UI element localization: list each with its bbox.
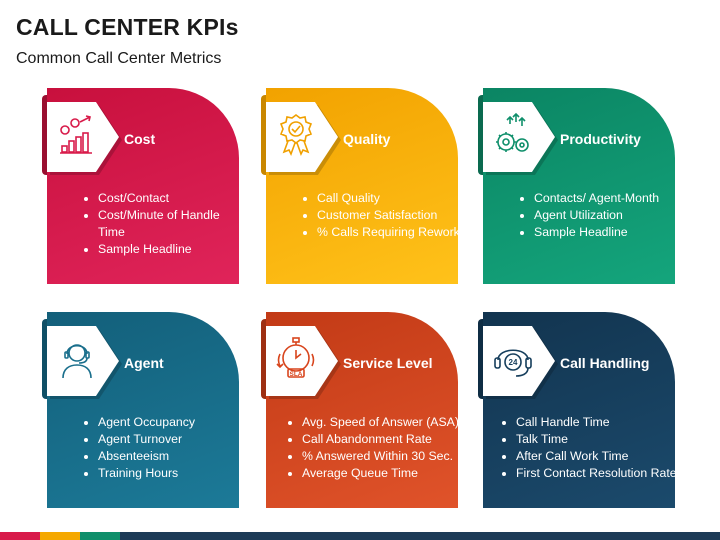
page-title: CALL CENTER KPIs [16,14,239,40]
card-metric-list: Contacts/ Agent-Month Agent Utilization … [518,190,684,241]
agent-headset-icon [62,344,92,379]
list-item: Call Handle Time [516,414,688,431]
list-item: Customer Satisfaction [317,207,467,224]
list-item: Talk Time [516,431,688,448]
list-item: Average Queue Time [302,465,470,482]
kpi-card-service-level: SLA Service Level Avg. Speed of Answer (… [261,312,459,508]
footer-bar [0,532,720,540]
card-label: Agent [124,355,164,371]
24-hour-headset-icon: 24 [494,349,532,377]
list-item: Agent Turnover [98,431,248,448]
svg-text:SLA: SLA [290,371,303,378]
card-label: Quality [343,131,391,147]
list-item: Cost/Minute of Handle Time [98,207,248,241]
list-item: % Calls Requiring Rework [317,224,467,241]
card-metric-list: Agent Occupancy Agent Turnover Absenteei… [82,414,248,482]
sla-stopwatch-icon: SLA [276,337,315,378]
card-metric-list: Call Handle Time Talk Time After Call Wo… [500,414,688,482]
card-label: Call Handling [560,355,650,371]
list-item: Training Hours [98,465,248,482]
productivity-gears-icon [496,112,529,152]
list-item: Avg. Speed of Answer (ASA) [302,414,470,431]
card-label: Service Level [343,355,433,371]
svg-text:24: 24 [509,358,518,367]
list-item: Agent Occupancy [98,414,248,431]
kpi-card-quality: Quality Call Quality Customer Satisfacti… [261,88,460,284]
kpi-card-productivity: Productivity Contacts/ Agent-Month Agent… [478,88,675,284]
card-metric-list: Avg. Speed of Answer (ASA) Call Abandonm… [286,414,470,482]
list-item: Sample Headline [534,224,684,241]
quality-badge-icon [279,114,313,157]
kpi-card-call-handling: 24 Call Handling Call Handle Time Talk T… [478,312,677,508]
list-item: After Call Work Time [516,448,688,465]
card-label: Cost [124,131,156,147]
list-item: Sample Headline [98,241,248,258]
kpi-card-cost: Cost Cost/Contact Cost/Minute of Handle … [42,88,239,284]
list-item: Call Abandonment Rate [302,431,470,448]
list-item: Absenteeism [98,448,248,465]
card-metric-list: Call Quality Customer Satisfaction % Cal… [301,190,467,241]
list-item: Call Quality [317,190,467,207]
list-item: Contacts/ Agent-Month [534,190,684,207]
card-label: Productivity [560,131,641,147]
kpi-card-agent: Agent Agent Occupancy Agent Turnover Abs… [42,312,239,508]
page-subtitle: Common Call Center Metrics [16,50,222,67]
cost-chart-icon [60,115,92,154]
list-item: Agent Utilization [534,207,684,224]
card-metric-list: Cost/Contact Cost/Minute of Handle Time … [82,190,248,258]
list-item: Cost/Contact [98,190,248,207]
list-item: % Answered Within 30 Sec. [302,448,470,465]
list-item: First Contact Resolution Rate [516,465,688,482]
